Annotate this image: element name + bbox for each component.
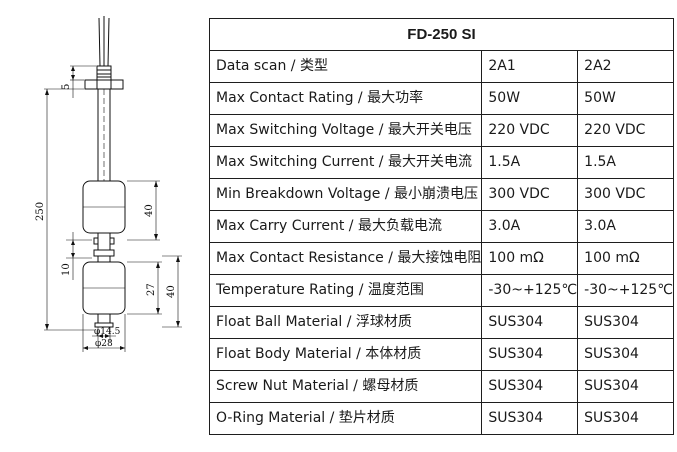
spec-value-2a1: 3.0A — [481, 210, 579, 243]
spec-value-2a2: 3.0A — [577, 210, 674, 243]
dim-gap: 10 — [61, 263, 72, 276]
spec-value-2a1: SUS304 — [481, 338, 579, 371]
spec-value-2a2: 50W — [577, 82, 674, 115]
dim-top-gap: 5 — [61, 84, 72, 90]
dim-lower-overall: 40 — [166, 285, 177, 298]
float-switch-drawing: 5 250 40 10 27 40 φ14.5 φ28 — [35, 16, 182, 352]
spec-label: Max Switching Voltage / 最大开关电压 — [208, 114, 483, 147]
spec-value-2a1: SUS304 — [481, 402, 579, 435]
spec-label: Temperature Rating / 温度范围 — [208, 274, 483, 307]
bottom-tip — [97, 313, 111, 324]
spec-label: Max Switching Current / 最大开关电流 — [208, 146, 483, 179]
table-row: Temperature Rating / 温度范围-30~+125℃-30~+1… — [208, 274, 674, 307]
screw-nut — [84, 79, 124, 90]
spec-value-2a1: SUS304 — [481, 306, 579, 339]
dim-float-height: 40 — [144, 204, 155, 217]
spec-value-2a2: SUS304 — [577, 338, 674, 371]
spec-value-2a2: 1.5A — [577, 146, 674, 179]
spec-label: Max Contact Rating / 最大功率 — [208, 82, 483, 115]
dim-lower-float: 27 — [146, 283, 157, 296]
spec-value-2a1: 50W — [481, 82, 579, 115]
spec-label: Float Body Material / 本体材质 — [208, 338, 483, 371]
spec-label: Max Carry Current / 最大负载电流 — [208, 210, 483, 243]
spec-value-2a2: 220 VDC — [577, 114, 674, 147]
table-title: FD-250 SI — [209, 18, 674, 51]
spec-value-2a1: 100 mΩ — [481, 242, 579, 275]
spec-value-2a2: 2A2 — [577, 50, 674, 83]
dim-ball-diameter: φ14.5 — [94, 327, 121, 337]
thread-head — [96, 65, 112, 81]
spec-value-2a1: 300 VDC — [481, 178, 579, 211]
spec-label: Screw Nut Material / 螺母材质 — [208, 370, 483, 403]
spec-value-2a1: 1.5A — [481, 146, 579, 179]
table-title-row: FD-250 SI — [209, 18, 674, 51]
spec-value-2a2: SUS304 — [577, 306, 674, 339]
spec-label: O-Ring Material / 垫片材质 — [208, 402, 483, 435]
wire — [98, 17, 101, 67]
spec-label: Max Contact Resistance / 最大接蚀电阻 — [208, 242, 483, 275]
dim-total-length: 250 — [35, 202, 46, 221]
spec-value-2a1: SUS304 — [481, 370, 579, 403]
spec-value-2a1: 220 VDC — [481, 114, 579, 147]
spec-label: Min Breakdown Voltage / 最小崩溃电压 — [208, 178, 483, 211]
spec-value-2a1: 2A1 — [481, 50, 579, 83]
spec-value-2a2: SUS304 — [577, 402, 674, 435]
spec-value-2a2: -30~+125℃ — [577, 274, 674, 307]
stop-collar-bottom — [93, 249, 115, 257]
spec-value-2a1: -30~+125℃ — [481, 274, 579, 307]
wire — [107, 17, 110, 67]
spec-value-2a2: 100 mΩ — [577, 242, 674, 275]
spec-label: Float Ball Material / 浮球材质 — [208, 306, 483, 339]
spec-value-2a2: SUS304 — [577, 370, 674, 403]
dim-body-diameter: φ28 — [95, 339, 113, 349]
spec-label: Data scan / 类型 — [208, 50, 483, 83]
spec-value-2a2: 300 VDC — [577, 178, 674, 211]
